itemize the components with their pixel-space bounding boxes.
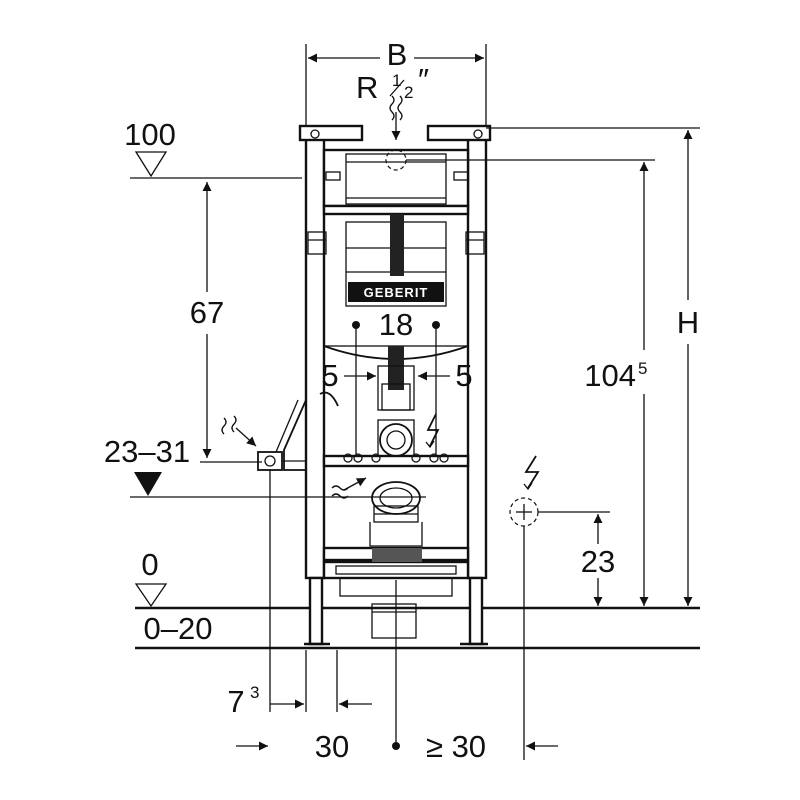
svg-text:30: 30 <box>315 729 349 764</box>
svg-text:H: H <box>677 305 699 340</box>
svg-text:0–20: 0–20 <box>144 611 213 646</box>
drain-icon <box>331 477 367 499</box>
installation-frame <box>275 124 492 646</box>
water-supply-icon <box>389 95 403 140</box>
svg-text:3: 3 <box>250 683 259 702</box>
level-100: 100 <box>124 117 302 179</box>
dimension-104-5: 104 5 <box>584 162 649 606</box>
dimension-23-31: 23–31 <box>104 434 426 498</box>
svg-text:100: 100 <box>124 117 176 152</box>
svg-text:5: 5 <box>455 358 472 393</box>
svg-text:18: 18 <box>379 307 413 342</box>
dimension-0-20: 0–20 <box>144 611 213 646</box>
svg-text:23: 23 <box>581 544 615 579</box>
dimension-30: 30 <box>236 729 400 764</box>
svg-text:″: ″ <box>418 62 429 97</box>
dimension-5-right: 5 <box>418 358 473 393</box>
svg-text:R: R <box>356 70 378 105</box>
svg-text:5: 5 <box>638 359 647 378</box>
dimension-ge-30: ≥ 30 <box>426 729 558 764</box>
dimension-18: 18 <box>379 307 413 342</box>
floor-lines <box>135 606 700 650</box>
water-inlet-marker <box>385 149 655 171</box>
svg-text:1: 1 <box>392 71 401 90</box>
dimension-b: B <box>305 37 487 126</box>
svg-text:5: 5 <box>321 358 338 393</box>
brand-logo: GEBERIT <box>348 282 444 302</box>
svg-text:23–31: 23–31 <box>104 434 190 469</box>
svg-text:B: B <box>387 37 408 72</box>
svg-text:0: 0 <box>141 547 158 582</box>
svg-text:GEBERIT: GEBERIT <box>364 285 429 300</box>
dimension-5-left: 5 <box>321 358 376 393</box>
dimension-h: H <box>486 127 700 606</box>
socket-icon <box>509 455 610 760</box>
dimension-23: 23 <box>581 514 615 606</box>
level-marker-icon <box>134 472 162 496</box>
svg-text:≥ 30: ≥ 30 <box>426 729 486 764</box>
svg-text:2: 2 <box>404 83 413 102</box>
level-marker-icon <box>134 583 168 608</box>
svg-text:67: 67 <box>190 295 224 330</box>
dimension-67: 67 <box>190 182 262 463</box>
dimension-7-3: 7 3 <box>227 683 372 719</box>
bottom-reference-lines <box>305 580 397 746</box>
svg-text:104: 104 <box>584 358 636 393</box>
svg-text:7: 7 <box>227 684 244 719</box>
side-water-supply <box>221 415 306 712</box>
water-supply-label: R 1 2 ″ <box>356 62 429 105</box>
level-marker-icon <box>134 151 168 178</box>
level-0: 0 <box>134 547 168 608</box>
electric-icon <box>425 413 440 449</box>
